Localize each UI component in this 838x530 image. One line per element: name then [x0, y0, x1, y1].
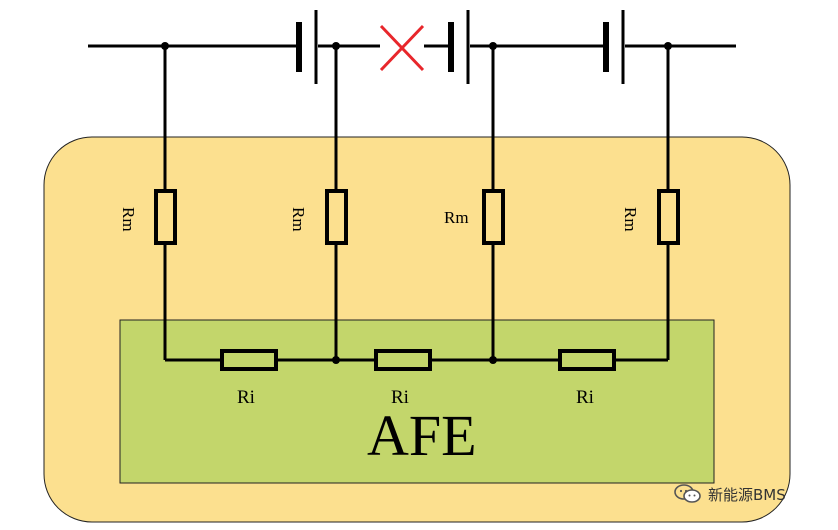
ri-label-1: Ri — [237, 387, 255, 408]
afe-block — [119, 319, 715, 484]
rm-resistor-3 — [482, 189, 505, 245]
afe-title: AFE — [367, 403, 477, 468]
rm-label-4: Rm — [621, 207, 640, 232]
ri-label-3: Ri — [576, 387, 594, 408]
junction-dots — [161, 42, 672, 364]
watermark: 新能源BMS — [674, 482, 786, 506]
sense-lines — [163, 46, 670, 360]
rm-label-1: Rm — [119, 207, 138, 232]
wechat-icon — [674, 484, 701, 503]
broken-connection-mark — [379, 24, 425, 72]
rm-label-3: Rm — [444, 208, 469, 227]
ri-resistor-3 — [558, 349, 616, 371]
ri-resistor-2 — [374, 349, 432, 371]
ri-label-2: Ri — [391, 387, 409, 408]
ri-resistor-1 — [220, 349, 278, 371]
rm-resistor-1 — [154, 189, 177, 245]
battery-cell-3 — [603, 10, 625, 84]
rm-label-2: Rm — [289, 207, 308, 232]
battery-cell-1 — [296, 10, 318, 84]
rm-resistor-4 — [657, 189, 680, 245]
battery-cell-2 — [448, 10, 470, 84]
watermark-text: 新能源BMS — [708, 485, 786, 504]
rm-resistor-2 — [325, 189, 348, 245]
